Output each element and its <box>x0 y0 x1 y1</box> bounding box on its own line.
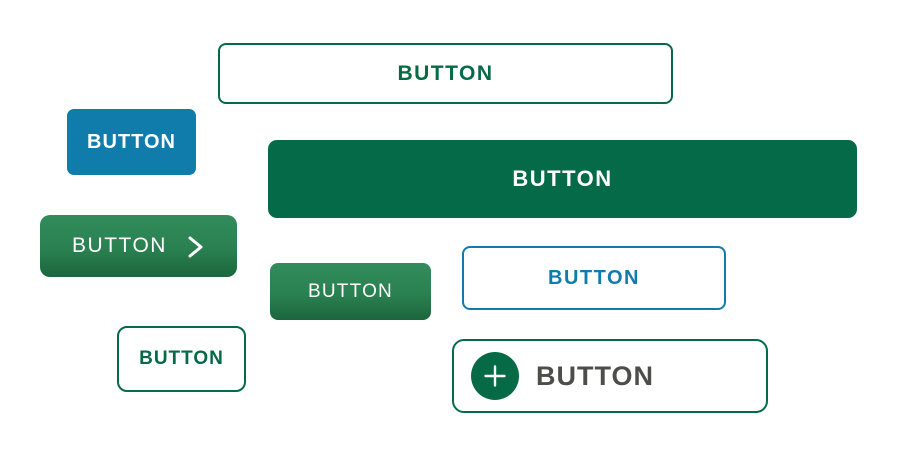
button-label: BUTTON <box>139 348 224 369</box>
outline-green-plus-button[interactable]: BUTTON <box>452 339 768 413</box>
button-label: BUTTON <box>87 130 176 153</box>
outline-blue-button[interactable]: BUTTON <box>462 246 726 310</box>
gradient-green-chevron-button[interactable]: BUTTON <box>40 215 237 277</box>
button-label: BUTTON <box>308 280 393 302</box>
button-label: BUTTON <box>512 166 613 191</box>
button-label: BUTTON <box>72 234 167 257</box>
button-label: BUTTON <box>397 61 494 85</box>
filled-blue-button[interactable]: BUTTON <box>67 109 196 175</box>
outline-green-large-button[interactable]: BUTTON <box>218 43 673 104</box>
gradient-green-small-button[interactable]: BUTTON <box>270 263 431 320</box>
chevron-right-icon <box>185 235 205 259</box>
button-label: BUTTON <box>536 360 654 391</box>
plus-icon <box>471 352 519 400</box>
button-label: BUTTON <box>548 266 640 289</box>
filled-green-large-button[interactable]: BUTTON <box>268 140 857 218</box>
outline-green-small-button[interactable]: BUTTON <box>117 326 246 392</box>
